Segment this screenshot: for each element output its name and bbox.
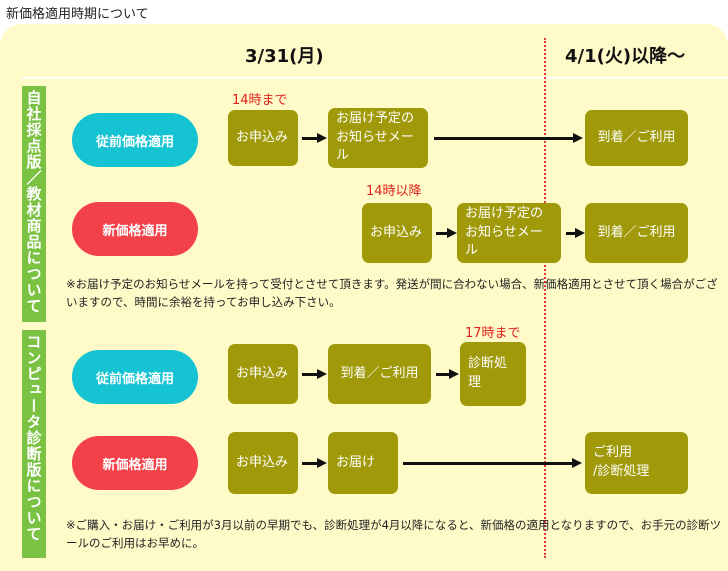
arrow	[436, 228, 457, 238]
arrow	[302, 133, 327, 143]
step-arrival-use: 到着／ご利用	[328, 344, 431, 404]
section-tab-computer-diagnosis: コンピュータ診断版について	[22, 330, 46, 558]
arrow	[302, 369, 327, 379]
header-rule	[22, 77, 728, 79]
section-tab-label: コンピュータ診断版について	[24, 334, 43, 542]
arrow	[436, 369, 459, 379]
arrow	[403, 458, 582, 468]
step-apply: お申込み	[228, 432, 298, 494]
header-right-date: 4/1(火)以降～	[565, 46, 686, 67]
step-apply: お申込み	[362, 203, 432, 263]
step-delivery: お届け	[328, 432, 398, 494]
section-tab-in-house: 自社採点版／教材商品について	[22, 86, 46, 322]
step-use-diagnosis: ご利用 /診断処理	[585, 432, 688, 494]
old-price-label: 従前価格適用	[72, 113, 198, 167]
deadline-label: 14時以降	[366, 184, 422, 199]
step-apply: お申込み	[228, 110, 298, 166]
arrow	[302, 458, 327, 468]
arrow	[566, 228, 585, 238]
step-arrival-use: 到着／ご利用	[585, 203, 688, 263]
header-left-date: 3/31(月)	[245, 46, 324, 67]
page-title: 新価格適用時期について	[6, 7, 149, 22]
new-price-label: 新価格適用	[72, 436, 198, 490]
step-apply: お申込み	[228, 344, 298, 404]
note-text: ※お届け予定のお知らせメールを持って受付とさせて頂きます。発送が間に合わない場合…	[66, 277, 718, 309]
old-price-label: 従前価格適用	[72, 350, 198, 404]
deadline-label: 17時まで	[465, 326, 521, 341]
new-price-label: 新価格適用	[72, 202, 198, 256]
step-arrival-use: 到着／ご利用	[585, 110, 688, 166]
date-divider-line	[544, 38, 546, 558]
step-diagnosis: 診断処理	[460, 342, 526, 406]
deadline-label: 14時まで	[232, 93, 288, 108]
section-tab-label: 自社採点版／教材商品について	[24, 90, 43, 314]
step-delivery-mail: お届け予定の お知らせメール	[328, 108, 428, 168]
step-delivery-mail: お届け予定の お知らせメール	[457, 203, 561, 263]
arrow	[434, 133, 583, 143]
note-text: ※ご購入・お届け・ご利用が3月以前の早期でも、診断処理が4月以降になると、新価格…	[66, 518, 722, 550]
